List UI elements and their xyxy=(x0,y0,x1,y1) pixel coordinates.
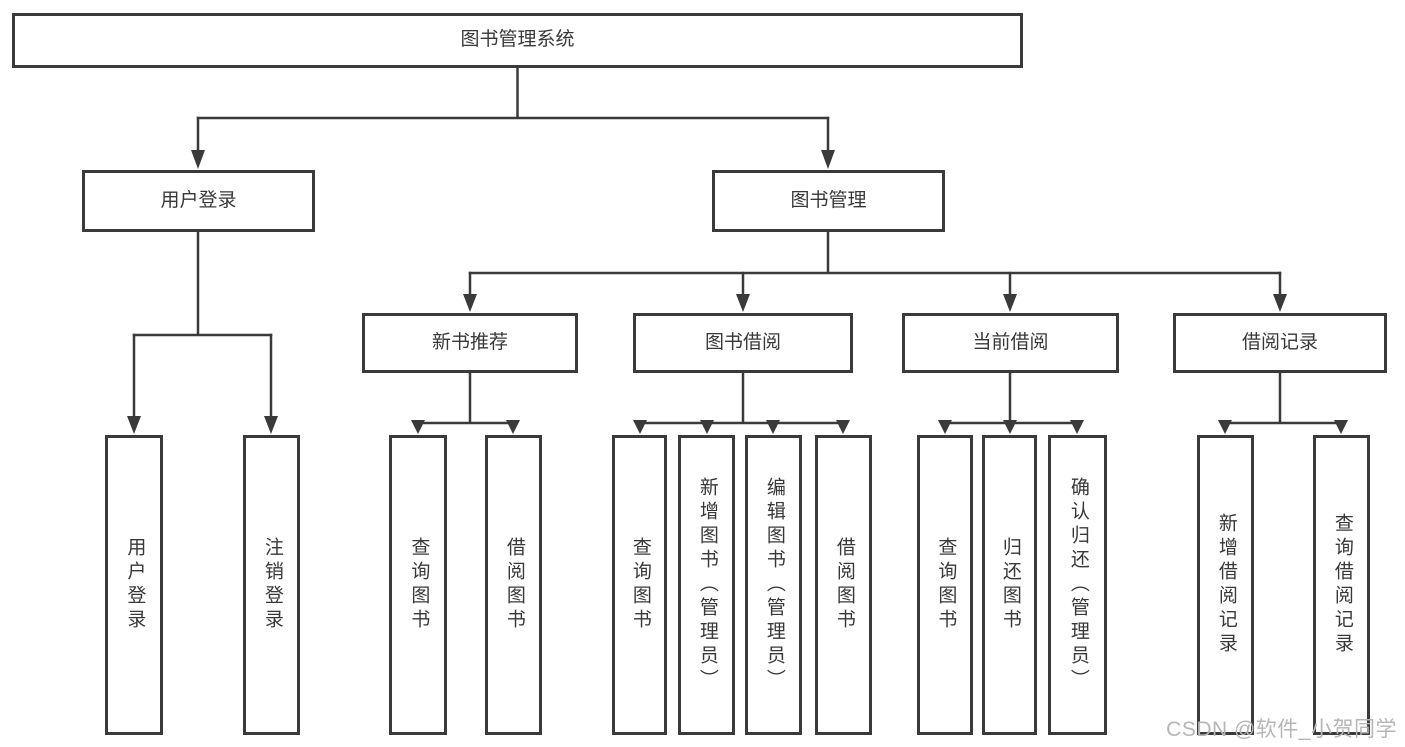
node-new-book-recommend: 新书推荐 xyxy=(362,313,578,373)
leaf-query-books-borrowing-label: 查询图书 xyxy=(629,537,651,633)
leaf-confirm-return-admin-label: 确认归还（管理员） xyxy=(1067,477,1089,693)
leaf-user-login-label: 用户登录 xyxy=(124,537,146,633)
leaf-user-login: 用户登录 xyxy=(105,435,163,735)
leaf-query-books-current-label: 查询图书 xyxy=(935,537,957,633)
node-user-login-label: 用户登录 xyxy=(160,189,237,211)
node-new-book-recommend-label: 新书推荐 xyxy=(431,331,508,353)
leaf-confirm-return-admin: 确认归还（管理员） xyxy=(1048,435,1107,735)
node-borrowing-records: 借阅记录 xyxy=(1173,313,1387,373)
leaf-return-books: 归还图书 xyxy=(982,435,1037,735)
leaf-query-borrow-record-label: 查询借阅记录 xyxy=(1331,513,1353,657)
leaf-edit-books-admin-label: 编辑图书（管理员） xyxy=(763,477,785,693)
csdn-watermark: CSDN @软件_小贺同学 xyxy=(1166,718,1397,741)
leaf-query-books-recommend: 查询图书 xyxy=(389,435,447,735)
leaf-edit-books-admin: 编辑图书（管理员） xyxy=(745,435,802,735)
node-book-borrowing: 图书借阅 xyxy=(633,313,853,373)
leaf-borrow-books-recommend: 借阅图书 xyxy=(485,435,542,735)
node-borrowing-records-label: 借阅记录 xyxy=(1241,331,1318,353)
leaf-logout: 注销登录 xyxy=(243,435,300,735)
leaf-add-books-admin: 新增图书（管理员） xyxy=(678,435,735,735)
leaf-borrow-books-label: 借阅图书 xyxy=(833,537,855,633)
leaf-query-books-current: 查询图书 xyxy=(917,435,973,735)
node-book-management-label: 图书管理 xyxy=(790,189,867,211)
leaf-query-borrow-record: 查询借阅记录 xyxy=(1313,435,1370,735)
leaf-logout-label: 注销登录 xyxy=(261,537,283,633)
node-user-login: 用户登录 xyxy=(82,170,315,232)
node-current-borrowing: 当前借阅 xyxy=(902,313,1119,373)
leaf-query-books-recommend-label: 查询图书 xyxy=(408,537,430,633)
node-library-system: 图书管理系统 xyxy=(12,13,1023,68)
node-current-borrowing-label: 当前借阅 xyxy=(972,331,1049,353)
leaf-borrow-books-recommend-label: 借阅图书 xyxy=(503,537,525,633)
node-library-system-label: 图书管理系统 xyxy=(460,29,575,51)
leaf-borrow-books: 借阅图书 xyxy=(815,435,872,735)
node-book-management: 图书管理 xyxy=(712,170,945,232)
leaf-add-borrow-record: 新增借阅记录 xyxy=(1197,435,1254,735)
node-book-borrowing-label: 图书借阅 xyxy=(704,331,781,353)
leaf-add-books-admin-label: 新增图书（管理员） xyxy=(696,477,718,693)
leaf-add-borrow-record-label: 新增借阅记录 xyxy=(1215,513,1237,657)
leaf-return-books-label: 归还图书 xyxy=(999,537,1021,633)
leaf-query-books-borrowing: 查询图书 xyxy=(612,435,667,735)
